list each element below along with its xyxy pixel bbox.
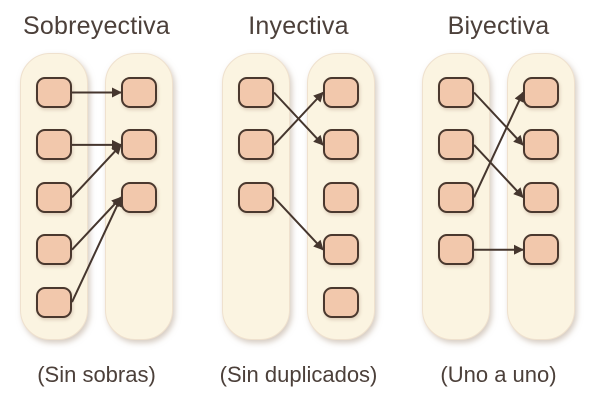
- set-element-node: [523, 129, 559, 161]
- set-element-node: [36, 234, 72, 266]
- set-element-node: [438, 77, 474, 108]
- panel-inyectiva: Inyectiva (Sin duplicados): [220, 0, 378, 400]
- set-element-node: [121, 129, 157, 161]
- panel-sobreyectiva: Sobreyectiva (Sin sobras): [20, 0, 173, 400]
- set-element-node: [438, 181, 474, 213]
- set-element-node: [36, 129, 72, 161]
- set-element-node: [121, 77, 157, 108]
- set-element-node: [323, 129, 359, 161]
- set-element-node: [121, 181, 157, 213]
- set-element-node: [238, 77, 274, 108]
- set-element-node: [323, 181, 359, 213]
- set-element-node: [323, 234, 359, 266]
- set-element-node: [36, 181, 72, 213]
- panel-title: Sobreyectiva: [23, 12, 170, 40]
- set-element-node: [523, 234, 559, 266]
- panel-caption: (Sin sobras): [37, 362, 156, 387]
- set-element-node: [438, 234, 474, 266]
- set-element-node: [323, 77, 359, 108]
- set-element-node: [238, 181, 274, 213]
- set-element-node: [323, 286, 359, 318]
- panel-title: Inyectiva: [248, 12, 349, 40]
- set-element-node: [36, 286, 72, 318]
- panel-caption: (Sin duplicados): [219, 362, 378, 387]
- set-element-node: [36, 77, 72, 108]
- set-element-node: [523, 181, 559, 213]
- panel-caption: (Uno a uno): [440, 362, 557, 387]
- set-element-node: [238, 129, 274, 161]
- panel-biyectiva: Biyectiva (Uno a uno): [422, 0, 575, 400]
- set-element-node: [438, 129, 474, 161]
- panel-title: Biyectiva: [447, 12, 550, 40]
- set-element-node: [523, 77, 559, 108]
